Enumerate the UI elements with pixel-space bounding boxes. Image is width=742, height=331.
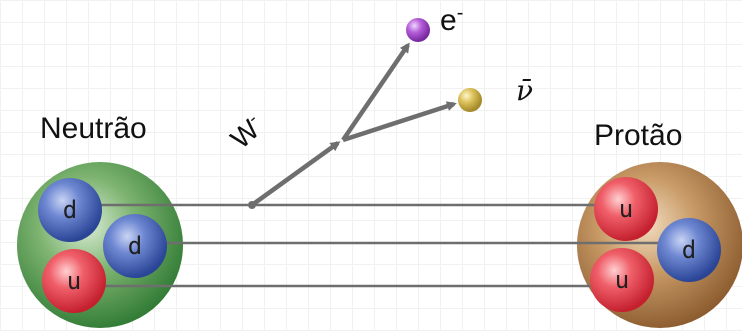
proton-quark-3-label: u (615, 266, 629, 294)
antineutrino-label: ν̄ (516, 74, 534, 107)
neutron-quark-3: u (42, 249, 106, 313)
electron-symbol: e (440, 4, 457, 37)
proton-quark-1-label: u (619, 195, 633, 223)
electron-sphere (406, 18, 430, 42)
w-boson-arrow (250, 141, 341, 207)
electron-charge: - (456, 2, 464, 24)
neutron-quark-2: d (103, 214, 167, 278)
electron-arrow (341, 42, 410, 142)
neutron-quark-3-label: u (67, 267, 81, 295)
neutron-quark-2-label: d (128, 232, 142, 260)
proton-quark-2-label: d (682, 236, 696, 264)
proton-quark-1: u (594, 177, 658, 241)
neutron-quark-1: d (38, 178, 102, 242)
proton-quark-3: u (590, 248, 654, 312)
antineutrino-sphere (458, 88, 482, 112)
electron-label: e- (440, 2, 463, 38)
neutron-quark-1-label: d (63, 196, 77, 224)
antineutrino-arrow (342, 101, 457, 143)
proton-quark-2: d (657, 218, 721, 282)
proton-label: Protão (594, 119, 683, 152)
neutron-label: Neutrão (40, 112, 147, 145)
